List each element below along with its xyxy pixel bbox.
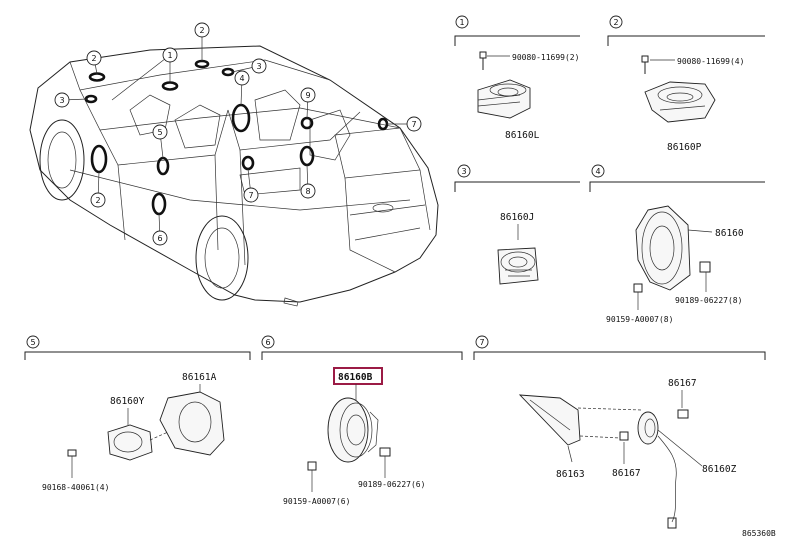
svg-text:4: 4 xyxy=(239,74,244,83)
section-1: 1 90080-11699(2) 86160L xyxy=(454,15,580,141)
s6-screw-label: 90159-A0007(6) xyxy=(283,497,350,506)
callout-7-right: 7 xyxy=(406,116,422,132)
callout-2-left: 2 xyxy=(86,50,102,66)
section-3-marker: 3 xyxy=(461,167,466,176)
callout-4: 4 xyxy=(234,70,250,86)
callout-3: 3 xyxy=(251,58,267,74)
s6-part-label: 86160B xyxy=(338,372,373,383)
s1-part-label: 86160L xyxy=(505,130,540,141)
section-7-marker: 7 xyxy=(479,338,484,347)
s4-clip-label: 90189-06227(8) xyxy=(675,296,742,305)
svg-text:8: 8 xyxy=(305,187,310,196)
svg-text:6: 6 xyxy=(157,234,162,243)
highlighted-part-box[interactable] xyxy=(333,367,383,385)
svg-text:1: 1 xyxy=(167,51,172,60)
callout-9: 9 xyxy=(300,87,316,103)
section-5-marker: 5 xyxy=(30,338,35,347)
s7-part-a-label: 86167 xyxy=(668,378,697,389)
svg-text:5: 5 xyxy=(157,128,162,137)
svg-text:3: 3 xyxy=(59,96,64,105)
s7-part-d-label: 86160Z xyxy=(702,464,737,475)
vehicle-illustration xyxy=(29,30,439,307)
callout-8: 8 xyxy=(300,183,316,199)
svg-text:7: 7 xyxy=(411,120,416,129)
svg-text:9: 9 xyxy=(305,91,310,100)
s2-part-label: 86160P xyxy=(667,142,702,153)
callout-2-bottom: 2 xyxy=(90,192,106,208)
svg-text:2: 2 xyxy=(91,54,96,63)
section-6-marker: 6 xyxy=(265,338,270,347)
section-5: 5 86161A 86160Y 90168-40061(4) xyxy=(24,335,251,492)
section-6: 6 86160B 90159-A0007(6) 90189-06227(6) xyxy=(261,335,463,506)
s4-screw-label: 90159-A0007(8) xyxy=(606,315,673,324)
section-2-marker: 2 xyxy=(613,18,618,27)
callout-2-top: 2 xyxy=(194,22,210,38)
s2-screw-label: 90080-11699(4) xyxy=(677,57,744,66)
svg-text:2: 2 xyxy=(199,26,204,35)
s7-part-c-label: 86163 xyxy=(556,469,585,480)
callout-3-left: 3 xyxy=(54,92,70,108)
section-2: 2 90080-11699(4) 86160P xyxy=(607,15,765,153)
callout-5: 5 xyxy=(152,124,168,140)
svg-text:7: 7 xyxy=(248,191,253,200)
section-3: 3 86160J xyxy=(454,164,580,285)
s5-part-a-label: 86161A xyxy=(182,372,217,383)
figure-code: 865360B xyxy=(742,529,776,538)
section-7: 7 86163 86167 86167 86160Z xyxy=(473,335,766,529)
s1-screw-label: 90080-11699(2) xyxy=(512,53,579,62)
svg-text:3: 3 xyxy=(256,62,261,71)
svg-text:2: 2 xyxy=(95,196,100,205)
callout-1: 1 xyxy=(162,47,178,63)
s5-part-b-label: 86160Y xyxy=(110,396,145,407)
s4-part-label: 86160 xyxy=(715,228,744,239)
section-4-marker: 4 xyxy=(595,167,600,176)
s7-part-b-label: 86167 xyxy=(612,468,641,479)
s6-clip-label: 90189-06227(6) xyxy=(358,480,425,489)
section-4: 4 86160 90189-06227(8) 90159-A0007(8) xyxy=(589,164,765,324)
s3-part-label: 86160J xyxy=(500,212,534,223)
section-1-marker: 1 xyxy=(459,18,464,27)
callout-7-bottom: 7 xyxy=(243,187,259,203)
callout-6: 6 xyxy=(152,230,168,246)
s5-screw-label: 90168-40061(4) xyxy=(42,483,109,492)
